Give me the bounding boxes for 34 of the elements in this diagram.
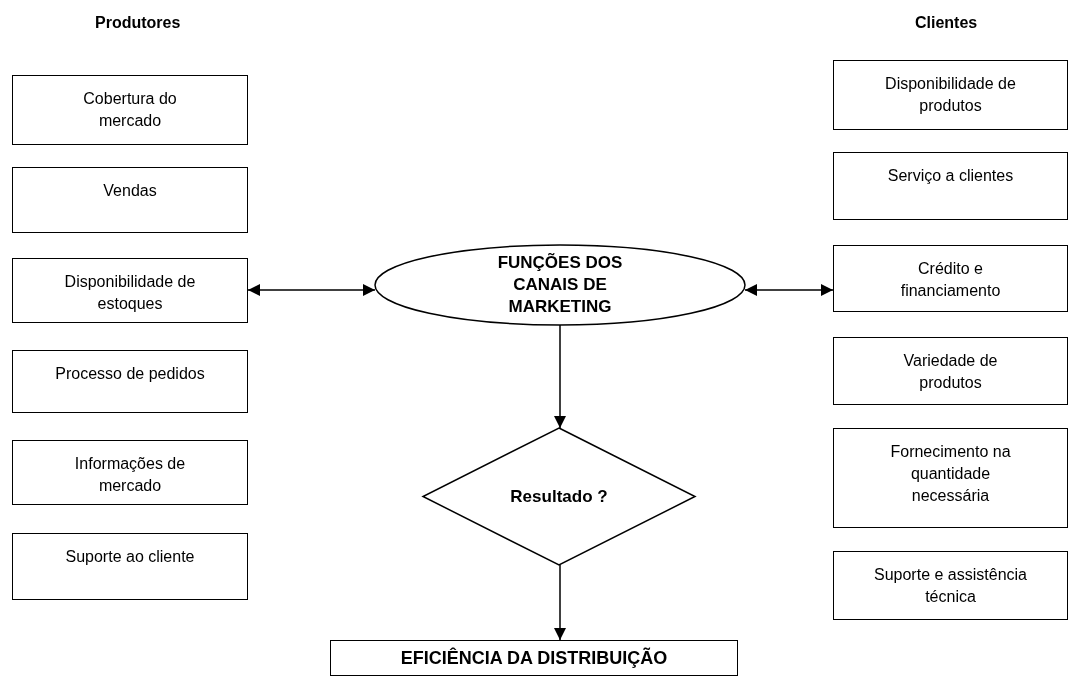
process-box [12, 167, 248, 233]
node-text: Crédito e financiamento [899, 259, 1002, 301]
arrow [554, 564, 566, 641]
process-box [12, 258, 248, 323]
process-box [12, 533, 248, 600]
node-text: Suporte e assistência técnica [874, 565, 1027, 607]
node-text: Disponibilidade de estoques [63, 272, 197, 314]
process-box [833, 551, 1068, 620]
node-text: Cobertura do mercado [82, 89, 178, 131]
column-heading: Produtores [95, 14, 181, 32]
decision-text: Resultado ? [509, 485, 609, 508]
node-text: Fornecimento na quantidade necessária [889, 442, 1012, 506]
node-text: FUNÇÕES DOS CANAIS DE MARKETING [496, 252, 624, 318]
node-text: Suporte ao cliente [65, 547, 195, 567]
node-text: Processo de pedidos [55, 364, 205, 384]
process-box [12, 350, 248, 413]
process-box [833, 428, 1068, 528]
process-box [833, 60, 1068, 130]
node-text: Disponibilidade de produtos [884, 74, 1017, 116]
process-box [330, 640, 738, 676]
node-text: Informações de mercado [73, 454, 187, 496]
node-text: EFICIÊNCIA DA DISTRIBUIÇÃO [400, 647, 668, 669]
process-box [12, 440, 248, 505]
column-heading: Clientes [915, 14, 978, 32]
arrow [247, 284, 376, 296]
process-box [12, 75, 248, 145]
process-box [833, 337, 1068, 405]
process-box [833, 152, 1068, 220]
node-text: Variedade de produtos [902, 351, 999, 393]
process-box [833, 245, 1068, 312]
node-text: Serviço a clientes [887, 166, 1014, 186]
node-text: Vendas [103, 181, 157, 201]
arrow [554, 324, 566, 429]
arrow [744, 284, 834, 296]
